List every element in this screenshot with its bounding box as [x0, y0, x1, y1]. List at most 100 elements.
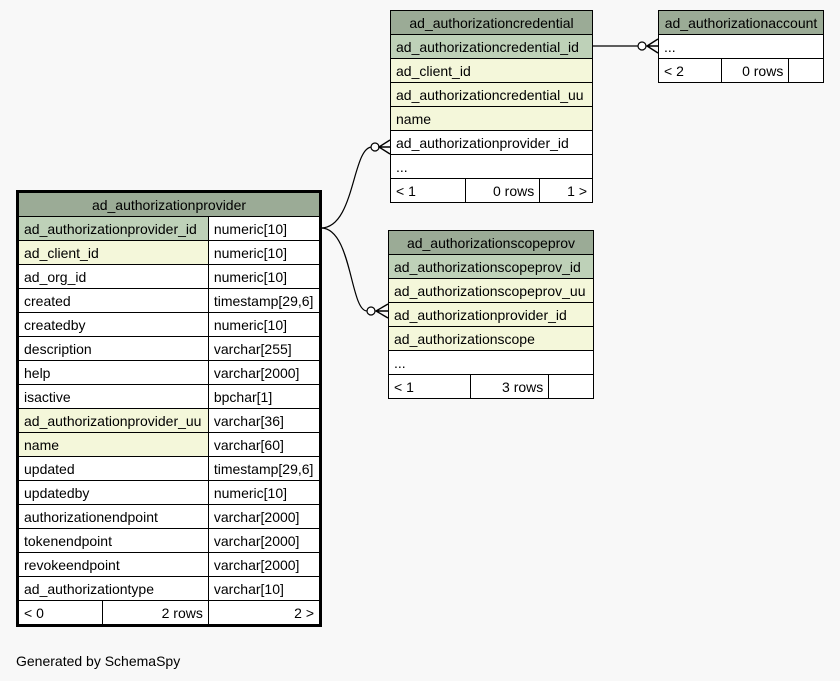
children-count [788, 58, 824, 83]
column-type: varchar[10] [207, 576, 322, 601]
parents-count: < 2 [658, 58, 722, 83]
column-type: timestamp[29,6] [207, 288, 322, 313]
column-name: ad_authorizationscopeprov_uu [388, 278, 594, 303]
table-title: ad_authorizationcredential [390, 10, 593, 35]
column-name: isactive [17, 384, 209, 409]
table-ad-authorizationprovider[interactable]: ad_authorizationprovider ad_authorizatio… [16, 190, 322, 627]
table-footer: < 2 0 rows [658, 58, 824, 83]
column-type: varchar[2000] [207, 360, 322, 385]
column-name: name [390, 106, 593, 131]
column-type: varchar[2000] [207, 504, 322, 529]
column-row[interactable]: ad_authorizationprovider_id [390, 130, 593, 155]
column-name: ad_authorizationscopeprov_id [388, 254, 594, 279]
column-name: ad_org_id [17, 264, 209, 289]
column-name: revokeendpoint [17, 552, 209, 577]
link-credential-account-optional-icon [637, 41, 647, 51]
row-count: 2 rows [101, 600, 209, 626]
table-ad-authorizationaccount[interactable]: ad_authorizationaccount ... < 2 0 rows [658, 10, 824, 83]
column-name: ... [658, 34, 824, 59]
column-name: tokenendpoint [17, 528, 209, 553]
table-title: ad_authorizationaccount [658, 10, 824, 35]
link-provider-scopeprov-many-icon [374, 303, 389, 319]
column-name: name [17, 432, 209, 457]
column-name: ad_authorizationcredential_uu [390, 82, 593, 107]
column-name: updatedby [17, 480, 209, 505]
children-count: 1 > [539, 178, 593, 203]
column-type: numeric[10] [207, 216, 322, 241]
column-row[interactable]: ad_authorizationprovider_id [388, 302, 594, 327]
link-provider-scopeprov [320, 227, 368, 312]
children-count [548, 374, 594, 399]
column-type: numeric[10] [207, 264, 322, 289]
link-provider-scopeprov-optional-icon [366, 306, 376, 316]
column-row[interactable]: ad_authorizationscopeprov_id [388, 254, 594, 279]
column-row[interactable]: ad_client_id [390, 58, 593, 83]
column-name: ... [388, 350, 594, 375]
column-row[interactable]: ... [658, 34, 824, 59]
row-count: 3 rows [469, 374, 550, 399]
column-type: varchar[2000] [207, 552, 322, 577]
column-type: varchar[2000] [207, 528, 322, 553]
parents-count: < 0 [17, 600, 103, 626]
column-type: varchar[60] [207, 432, 322, 457]
column-name: ad_authorizationprovider_id [388, 302, 594, 327]
column-name: ad_authorizationscope [388, 326, 594, 351]
column-row[interactable]: ... [390, 154, 593, 179]
column-row[interactable]: ad_authorizationscopeprov_uu [388, 278, 594, 303]
table-ad-authorizationscopeprov[interactable]: ad_authorizationscopeprov ad_authorizati… [388, 230, 594, 399]
row-count: 0 rows [720, 58, 790, 83]
column-type: numeric[10] [207, 312, 322, 337]
table-ad-authorizationcredential[interactable]: ad_authorizationcredential ad_authorizat… [390, 10, 593, 203]
column-name: ... [390, 154, 593, 179]
table-footer: < 1 3 rows [388, 374, 594, 399]
column-name: ad_client_id [17, 240, 209, 265]
column-row[interactable]: ... [388, 350, 594, 375]
column-row[interactable]: ad_authorizationcredential_uu [390, 82, 593, 107]
children-count: 2 > [207, 600, 322, 626]
column-row[interactable]: name [390, 106, 593, 131]
column-name: help [17, 360, 209, 385]
column-row[interactable]: ad_authorizationscope [388, 326, 594, 351]
link-credential-account-many-icon [645, 38, 659, 54]
generated-by-label: Generated by SchemaSpy [16, 653, 181, 669]
column-name: authorizationendpoint [17, 504, 209, 529]
parents-count: < 1 [390, 178, 466, 203]
column-name: ad_authorizationprovider_id [17, 216, 209, 241]
table-title: ad_authorizationprovider [17, 191, 321, 217]
column-name: created [17, 288, 209, 313]
column-type: numeric[10] [207, 480, 322, 505]
table-footer: < 1 0 rows 1 > [390, 178, 593, 203]
column-name: ad_authorizationtype [17, 576, 209, 601]
column-name: description [17, 336, 209, 361]
column-row[interactable]: ad_authorizationcredential_id [390, 34, 593, 59]
row-count: 0 rows [464, 178, 541, 203]
column-name: ad_client_id [390, 58, 593, 83]
column-type: varchar[255] [207, 336, 322, 361]
column-name: ad_authorizationcredential_id [390, 34, 593, 59]
column-type: numeric[10] [207, 240, 322, 265]
link-provider-credential [320, 146, 373, 229]
column-name: createdby [17, 312, 209, 337]
table-footer: < 0 2 rows 2 > [17, 600, 322, 626]
table-title: ad_authorizationscopeprov [388, 230, 594, 255]
column-type: varchar[36] [207, 408, 322, 433]
column-type: timestamp[29,6] [207, 456, 322, 481]
column-type: bpchar[1] [207, 384, 322, 409]
